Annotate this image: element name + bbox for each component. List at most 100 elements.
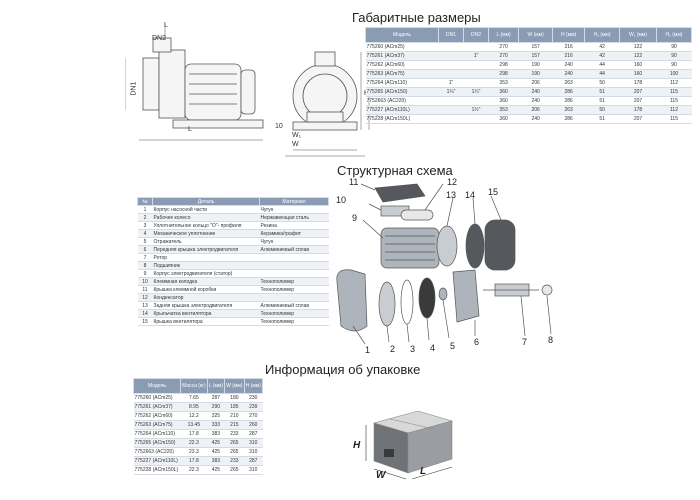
table-cell <box>463 60 489 70</box>
table-cell: 260 <box>244 420 263 430</box>
table-cell: 51 <box>584 114 620 124</box>
callout-3: 3 <box>410 344 416 354</box>
table-cell: 775263 (ACm75) <box>365 69 439 79</box>
table-cell: 51 <box>584 87 620 97</box>
table-cell: Корпус насосной части <box>152 205 260 214</box>
table-cell <box>438 69 464 79</box>
motor-body <box>380 227 440 269</box>
box-label-w: W <box>376 470 386 481</box>
table-cell: 775264 (ACm110) <box>133 429 181 439</box>
col-w1: W₁ (мм) <box>619 27 657 43</box>
table-cell: 115 <box>656 114 692 124</box>
table-cell: 6 <box>137 245 153 254</box>
table-cell: 15 <box>137 317 153 326</box>
table-cell: 240 <box>552 60 585 70</box>
table-cell: Корпус электродвигателя (статор) <box>152 269 260 278</box>
callout-8: 8 <box>548 335 554 345</box>
dimensions-table-header: Модель DN1 DN2 L (мм) W (мм) H (мм) H₁ (… <box>365 27 693 43</box>
col-w: W (мм) <box>518 27 554 43</box>
table-cell: 90 <box>656 60 692 70</box>
table-cell: 775261 (ACm37) <box>365 51 439 61</box>
table-cell: 775261 (ACm37) <box>133 402 181 412</box>
packaging-title: Информация об упаковке <box>265 362 421 377</box>
table-cell: 325 <box>207 411 225 421</box>
col-h1: H₁ (мм) <box>584 27 621 43</box>
table-cell <box>463 42 489 52</box>
label-dn1: DN1 <box>130 81 138 96</box>
callout-14: 14 <box>465 190 476 200</box>
table-cell <box>438 60 464 70</box>
table-cell: 1 <box>137 205 153 214</box>
table-cell: 190 <box>518 69 553 79</box>
table-cell: 290 <box>207 402 225 412</box>
table-cell: 1¼" <box>438 87 464 97</box>
callout-15: 15 <box>488 187 499 197</box>
table-cell: 775260 (ACm25) <box>365 42 439 52</box>
table-cell: Технополимер <box>259 277 329 286</box>
col-dn2: DN2 <box>463 27 489 43</box>
table-cell: 13 <box>137 301 153 310</box>
pump-dimension-drawing <box>125 24 370 157</box>
table-cell: 1½" <box>463 105 489 115</box>
table-cell: 1" <box>438 78 464 88</box>
callout-5: 5 <box>450 341 456 351</box>
table-cell: 13.45 <box>180 420 208 430</box>
table-cell: Крышка вентилятора <box>152 317 260 326</box>
label-10: 10 <box>275 123 283 130</box>
table-cell: 240 <box>518 114 553 124</box>
table-cell: 90 <box>656 51 692 61</box>
callout-9: 9 <box>352 213 358 223</box>
table-cell: 265 <box>224 465 245 475</box>
table-cell: Механическое уплотнение <box>152 229 260 238</box>
box-label-l: L <box>420 466 427 477</box>
table-cell: 90 <box>656 42 692 52</box>
table-cell: 115 <box>656 96 692 106</box>
table-cell: 240 <box>518 87 553 97</box>
table-cell <box>438 105 464 115</box>
table-cell: 265 <box>224 447 245 457</box>
table-cell: Чугун <box>259 205 329 214</box>
table-cell: 265 <box>224 438 245 448</box>
table-cell: 44 <box>584 69 620 79</box>
table-cell: 263 <box>552 78 585 88</box>
table-cell: 287 <box>244 429 263 439</box>
table-cell: Конденсатор <box>152 293 260 302</box>
table-cell: 775227 (ACm110L) <box>365 105 439 115</box>
table-cell: 8.95 <box>180 402 208 412</box>
package-box <box>365 410 454 480</box>
table-cell: 5 <box>137 237 153 246</box>
table-cell: 775260 (ACm25) <box>133 393 181 403</box>
table-cell: 160 <box>619 60 657 70</box>
callout-4: 4 <box>430 343 436 353</box>
table-cell: 50 <box>584 78 620 88</box>
table-cell: Подшипник <box>152 261 260 270</box>
table-cell: 51 <box>584 96 620 106</box>
table-cell: 10 <box>137 277 153 286</box>
table-cell: 178 <box>619 78 657 88</box>
packaging-table-header: Модель Масса (кг) L (мм) W (мм) H (мм) <box>133 378 264 394</box>
table-cell: 270 <box>244 411 263 421</box>
table-cell: 425 <box>207 465 225 475</box>
table-cell: 4 <box>137 229 153 238</box>
table-cell: 12 <box>137 293 153 302</box>
table-cell: Клеммная колодка <box>152 277 260 286</box>
table-cell: 775262 (ACm60) <box>133 411 181 421</box>
table-cell: Технополимер <box>259 285 329 294</box>
table-cell <box>438 42 464 52</box>
dimensions-title: Габаритные размеры <box>352 10 481 25</box>
